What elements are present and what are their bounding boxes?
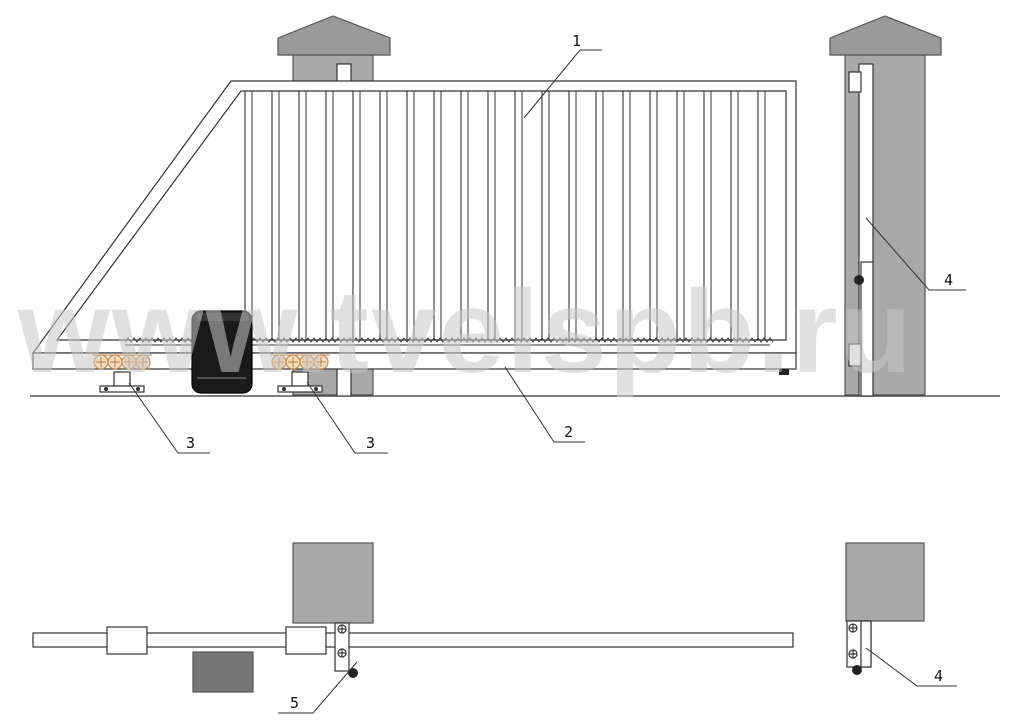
right-pillar-plan xyxy=(845,542,925,622)
carriage-bolt xyxy=(136,387,140,391)
watermark-text: www.tvelspb.ru xyxy=(17,266,914,398)
carriage-bolt xyxy=(282,387,286,391)
left-pillar-plan xyxy=(292,542,374,624)
carriage-bolt xyxy=(314,387,318,391)
svg-text:5: 5 xyxy=(290,694,299,712)
roller-carriage-left xyxy=(92,354,152,393)
motor-plan xyxy=(192,651,254,693)
svg-text:3: 3 xyxy=(366,434,375,452)
catcher-bottom-bracket xyxy=(848,343,862,367)
callout-1: 1 xyxy=(523,32,602,119)
catcher-top-bracket xyxy=(848,71,862,93)
carriage-plan-left xyxy=(106,626,148,655)
roller-carriage-right xyxy=(270,354,330,393)
callout-5: 5 xyxy=(278,661,358,714)
callout-3-left: 3 xyxy=(128,382,210,454)
profiled-sheet-slats xyxy=(244,91,766,340)
callout-2: 2 xyxy=(504,366,585,443)
carriage-plan-right xyxy=(285,626,327,655)
front-view xyxy=(30,15,1000,397)
svg-text:1: 1 xyxy=(572,32,581,50)
callout-4-top: 4 xyxy=(865,647,957,687)
svg-text:4: 4 xyxy=(944,271,953,289)
carriage-bolt xyxy=(104,387,108,391)
top-view xyxy=(32,542,925,693)
svg-text:4: 4 xyxy=(934,667,943,685)
svg-text:2: 2 xyxy=(564,423,573,441)
gate-motor xyxy=(191,310,253,394)
end-roller xyxy=(779,369,789,375)
callout-3-right: 3 xyxy=(306,381,388,454)
post-plan xyxy=(334,622,350,672)
gate-plan-beam xyxy=(32,632,794,648)
carriage-base-plate xyxy=(277,385,323,393)
right-pillar xyxy=(829,15,942,397)
callout-4-front: 4 xyxy=(865,217,966,291)
carriage-base-plate xyxy=(99,385,145,393)
svg-text:3: 3 xyxy=(186,434,195,452)
